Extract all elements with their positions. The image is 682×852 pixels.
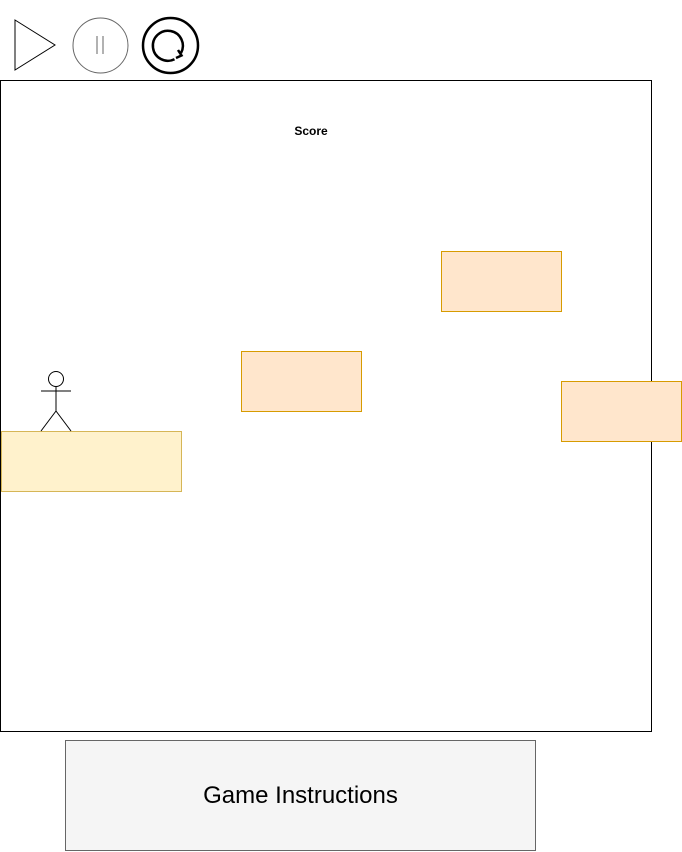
score-label: Score — [294, 124, 328, 138]
player-stick-figure-icon — [39, 370, 73, 432]
start-platform — [1, 431, 182, 492]
pause-icon — [72, 17, 129, 74]
game-canvas[interactable]: Score — [0, 80, 682, 732]
restart-button[interactable] — [141, 16, 200, 75]
pause-button[interactable] — [72, 17, 129, 74]
play-icon — [14, 19, 56, 71]
play-button[interactable] — [14, 19, 57, 72]
restart-icon — [141, 16, 200, 75]
platform — [561, 381, 682, 442]
platform — [441, 251, 562, 312]
instructions-panel[interactable]: Game Instructions — [65, 740, 536, 851]
platform — [241, 351, 362, 412]
instructions-title: Game Instructions — [203, 781, 398, 809]
